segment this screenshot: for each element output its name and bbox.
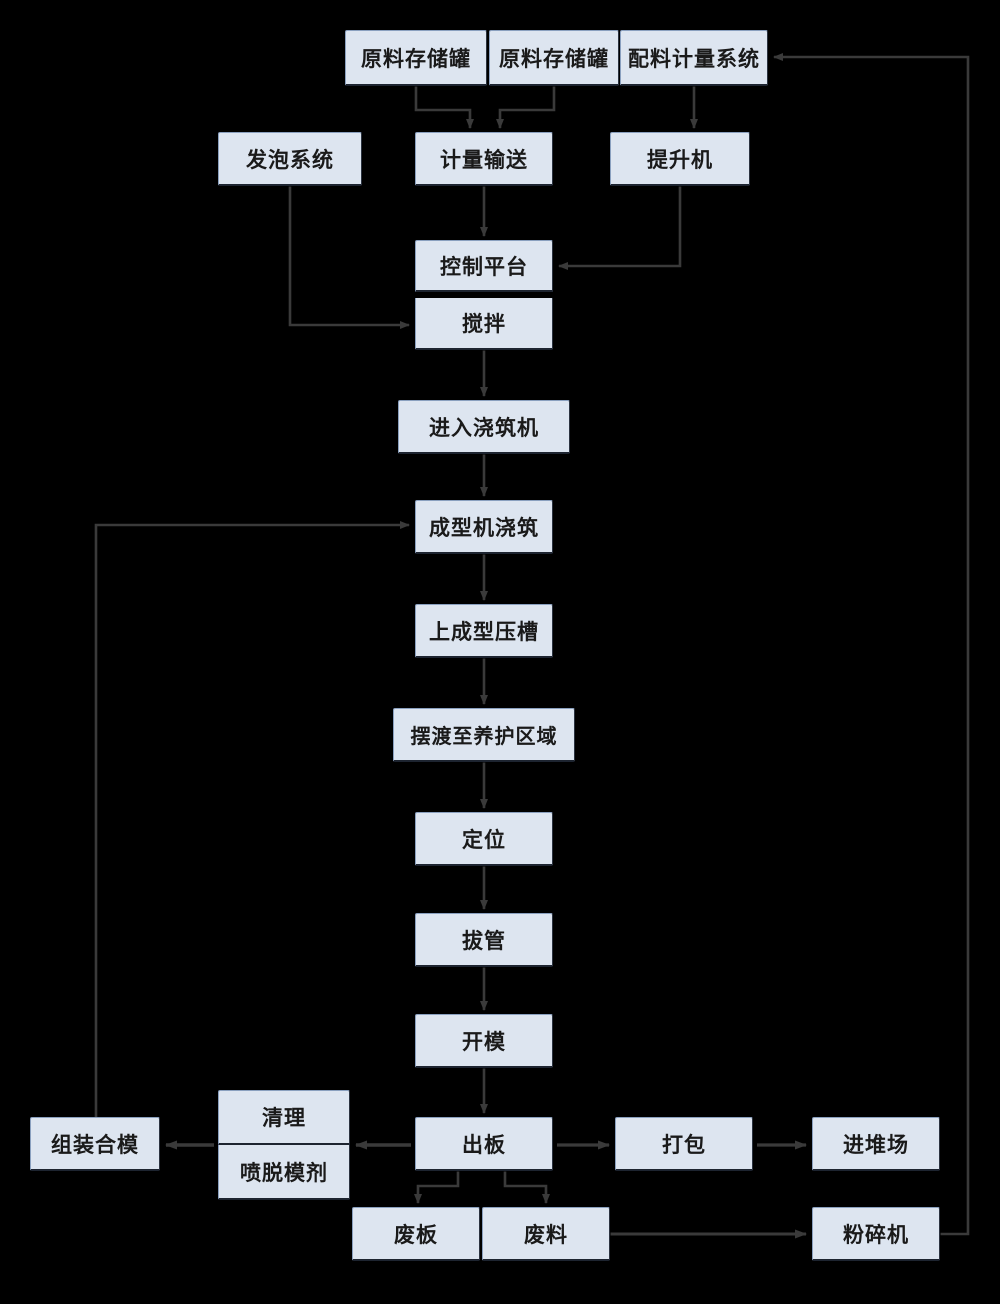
- node-label: 粉碎机: [843, 1222, 909, 1247]
- node-label: 搅拌: [462, 312, 506, 336]
- node-label: 成型机浇筑: [429, 515, 539, 540]
- node-control-platform[interactable]: 控制平台: [415, 240, 553, 292]
- node-label: 组装合模: [51, 1132, 139, 1157]
- node-label: 摆渡至养护区域: [410, 726, 558, 748]
- node-label: 清理: [262, 1106, 306, 1130]
- edge-tank2-meterconv: [496, 86, 556, 129]
- node-label: 打包: [662, 1132, 706, 1157]
- node-label: 进堆场: [843, 1132, 909, 1157]
- node-elevator[interactable]: 提升机: [610, 132, 750, 186]
- node-tube-pulling[interactable]: 拔管: [415, 913, 553, 967]
- edge-crusher-batching: [773, 53, 970, 1236]
- node-label: 原料存储罐: [361, 46, 471, 71]
- node-label: 上成型压槽: [429, 619, 539, 644]
- node-label: 拔管: [462, 928, 506, 953]
- edge-foam-mix: [288, 186, 410, 329]
- node-label: 配料计量系统: [628, 46, 760, 71]
- node-mixing[interactable]: 搅拌: [415, 298, 553, 350]
- node-label: 开模: [462, 1029, 506, 1054]
- node-crusher[interactable]: 粉碎机: [812, 1207, 940, 1261]
- node-waste-board[interactable]: 废板: [352, 1207, 480, 1261]
- node-raw-material-tank-2[interactable]: 原料存储罐: [489, 30, 619, 86]
- edge-outboard-wastemat: [503, 1171, 550, 1204]
- node-upper-forming-press-slot[interactable]: 上成型压槽: [415, 604, 553, 658]
- node-board-output[interactable]: 出板: [415, 1117, 553, 1171]
- node-spray-release-agent[interactable]: 喷脱模剂: [218, 1145, 350, 1200]
- node-batching-metering-system[interactable]: 配料计量系统: [620, 30, 768, 86]
- node-foaming-system[interactable]: 发泡系统: [218, 132, 362, 186]
- edge-tank1-meterconv: [414, 86, 474, 129]
- node-label: 提升机: [647, 147, 713, 172]
- node-label: 发泡系统: [246, 147, 334, 172]
- node-enter-casting-machine[interactable]: 进入浇筑机: [398, 400, 570, 454]
- node-mold-opening[interactable]: 开模: [415, 1014, 553, 1068]
- node-ferry-to-curing-area[interactable]: 摆渡至养护区域: [393, 708, 575, 762]
- edge-elevator-control: [558, 186, 682, 270]
- node-label: 定位: [462, 827, 506, 852]
- node-cleaning[interactable]: 清理: [218, 1090, 350, 1145]
- node-raw-material-tank-1[interactable]: 原料存储罐: [345, 30, 487, 86]
- node-enter-stockyard[interactable]: 进堆场: [812, 1117, 940, 1171]
- node-forming-machine-casting[interactable]: 成型机浇筑: [415, 500, 553, 554]
- edge-assemble-formcast: [94, 521, 410, 1117]
- node-waste-material[interactable]: 废料: [482, 1207, 610, 1261]
- node-packing[interactable]: 打包: [615, 1117, 753, 1171]
- node-label: 废料: [524, 1222, 568, 1247]
- node-label: 计量输送: [440, 147, 528, 172]
- node-label: 控制平台: [440, 254, 528, 279]
- edge-outboard-wasteboard: [414, 1171, 460, 1204]
- node-positioning[interactable]: 定位: [415, 812, 553, 866]
- node-metering-conveying[interactable]: 计量输送: [415, 132, 553, 186]
- node-label: 喷脱模剂: [240, 1160, 328, 1185]
- node-assemble-mold[interactable]: 组装合模: [30, 1117, 160, 1171]
- node-label: 废板: [394, 1222, 438, 1247]
- node-label: 进入浇筑机: [429, 415, 539, 440]
- node-label: 出板: [462, 1132, 506, 1157]
- node-label: 原料存储罐: [499, 46, 609, 71]
